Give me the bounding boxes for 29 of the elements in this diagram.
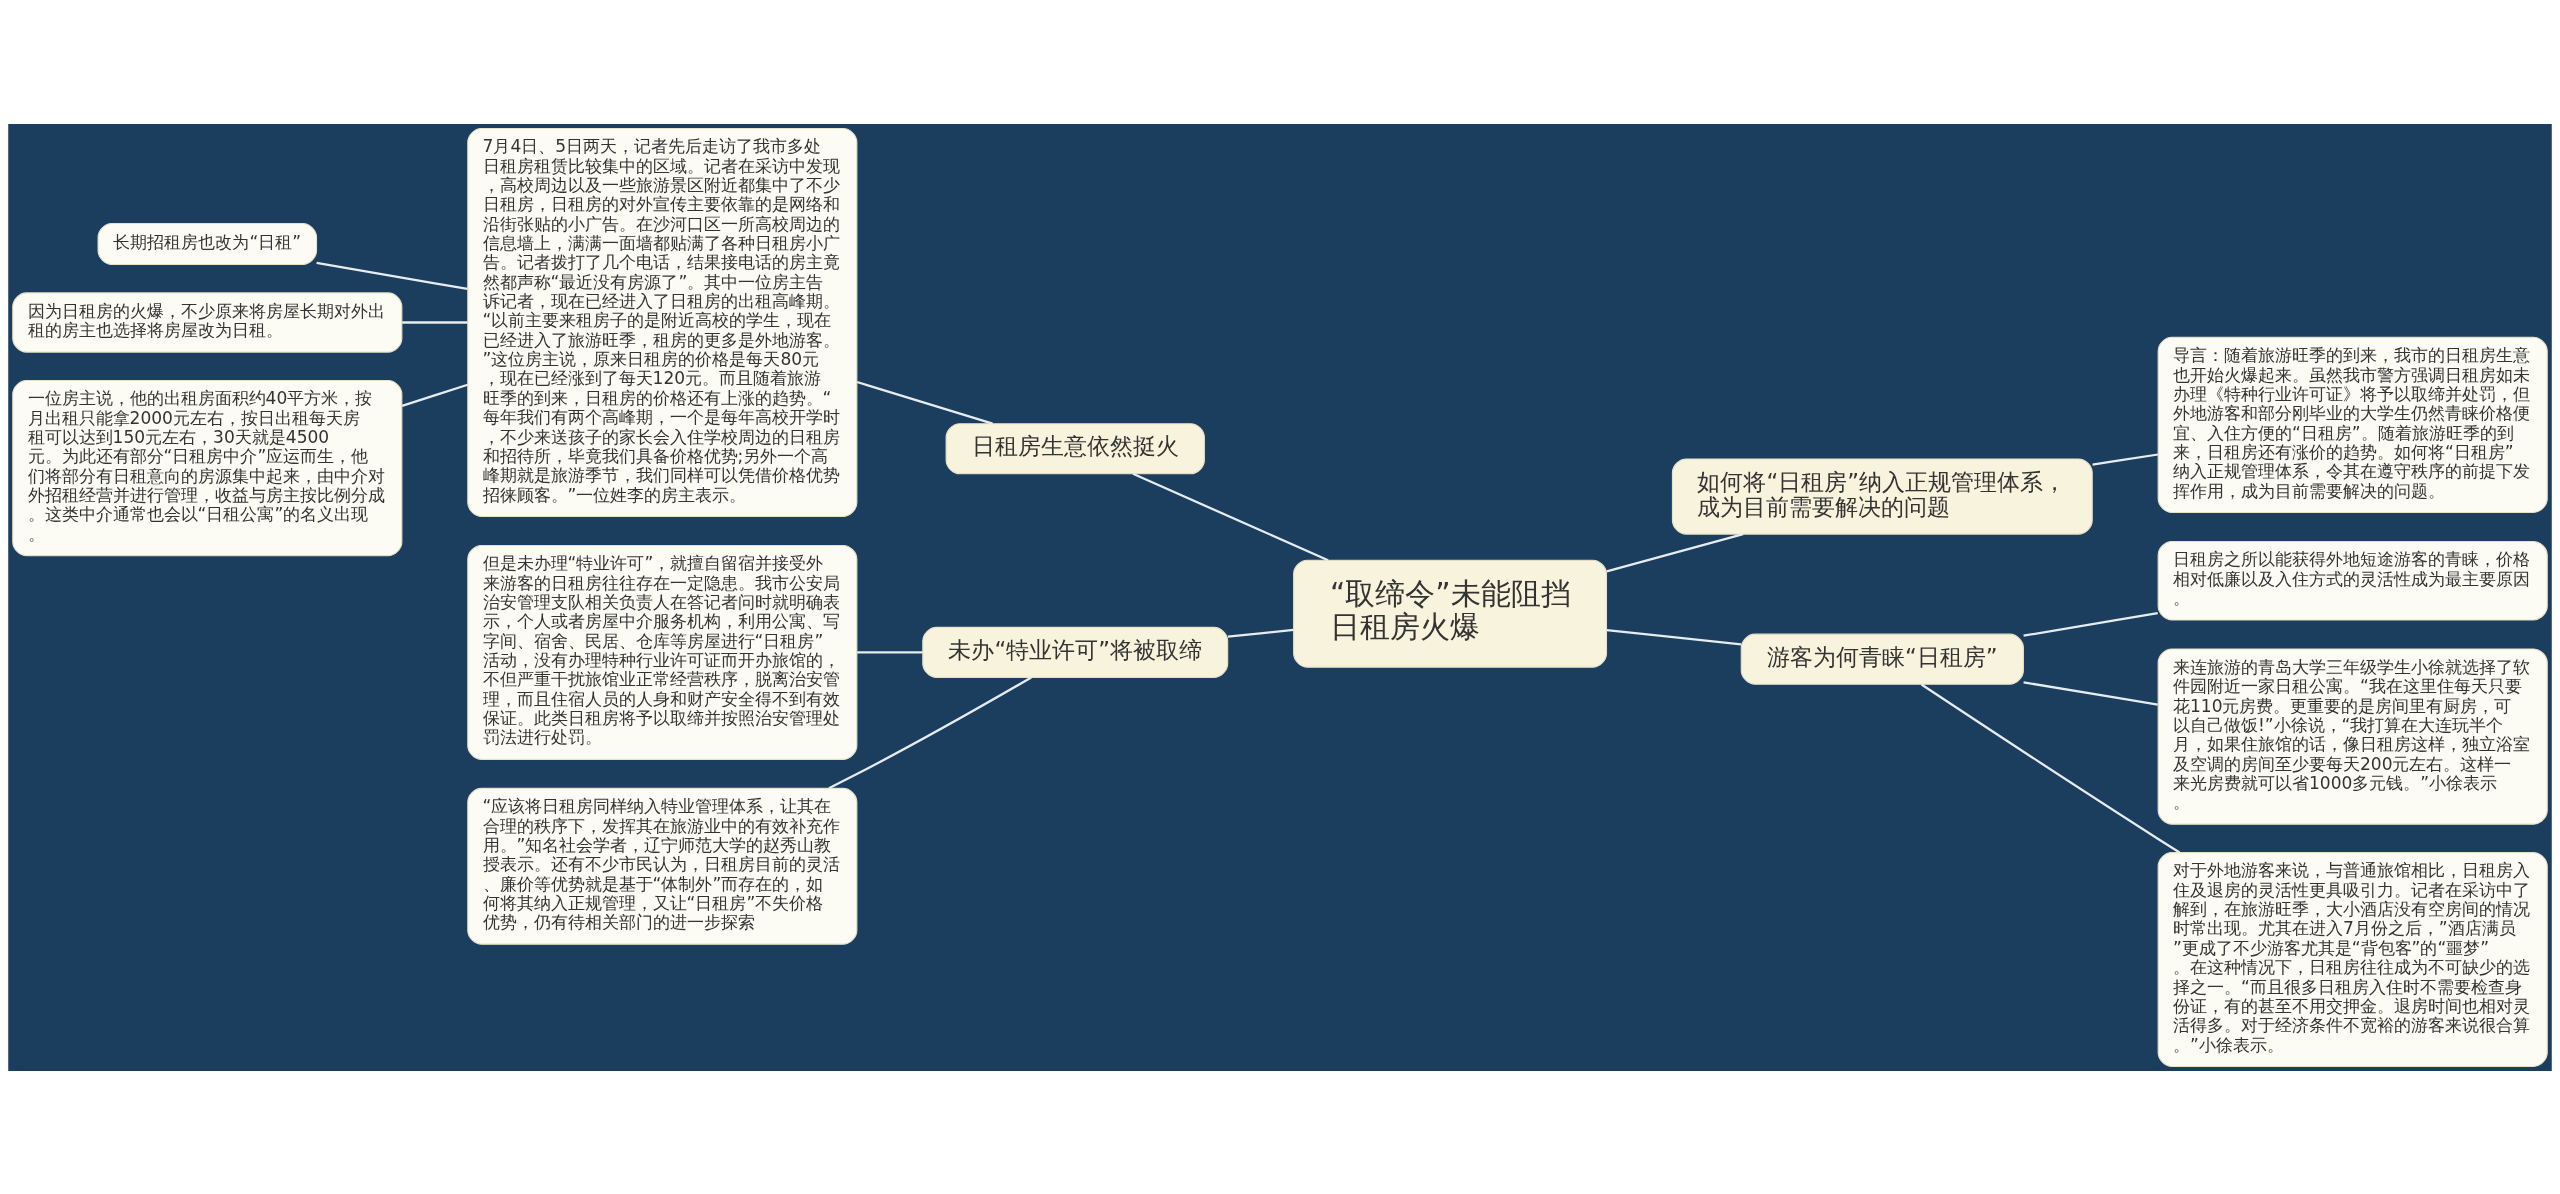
node-box: 日租房生意依然挺火 <box>945 422 1205 474</box>
node-box: 因为日租房的火爆，不少原来将房屋长期对外出租的房主也选择将房屋改为日租。 <box>12 291 403 353</box>
node-box: 7月4日、5日两天，记者先后走访了我市多处日租房租赁比较集中的区域。记者在采访中发现，高校周边以及一些旅游景区附近都集中了不少日租房，日租房的对外宣传主要依靠的是网络和沿街张贴的小广告。在沙河口区一所高校周边的信息墙上，满满一面墙都贴满了各种日租房小广告。记者拨打了几个电话，结果接电话的房主竟然都声称“最近没有房源了”。其中一位房主告诉记者，现在已经进入了日租房的出租高峰期。“以前主要来租房子的是附近高校的学生，现在已经进入了旅游旺季，租房的更多是外地游客。”这位房主说，原来日租房的价格是每天80元，现在已经涨到了每天120元。而且随着旅游旺季的到来，日租房的价格还有上涨的趋势。“每年我们有两个高峰期，一个是每年高校开学时，不少来送孩子的家长会入住学校周边的日租房和招待所，毕竟我们具备价格优势;另外一个高峰期就是旅游季节，我们同样可以凭借价格优势招徕顾客。”一位姓李的房主表示。 <box>467 127 858 517</box>
node-box: 一位房主说，他的出租房面积约40平方米，按月出租只能拿2000元左右，按日出租每天房租可以达到150元左右，30天就是4500元。为此还有部分“日租房中介”应运而生，他们将部分有日租意向的房源集中起来，由中介对外招租经营并进行管理，收益与房主按比例分成。这类中介通常也会以“日租公寓”的名义出现。 <box>12 379 403 556</box>
node-box: 导言：随着旅游旺季的到来，我市的日租房生意也开始火爆起来。虽然我市警方强调日租房如未办理《特种行业许可证》将予以取缔并处罚，但外地游客和部分刚毕业的大学生仍然青睐价格便宜、入住方便的“日租房”。随着旅游旺季的到来，日租房还有涨价的趋势。如何将“日租房”纳入正规管理体系，令其在遵守秩序的前提下发挥作用，成为目前需要解决的问题。 <box>2157 336 2548 513</box>
connector <box>401 383 469 407</box>
connector <box>828 676 1032 789</box>
node-box: 对于外地游客来说，与普通旅馆相比，日租房入住及退房的灵活性更具吸引力。记者在采访中了解到，在旅游旺季，大小酒店没有空房间的情况时常出现。尤其在进入7月份之后，”酒店满员”更成了不少游客尤其是“背包客”的“噩梦”。在这种情况下，日租房往往成为不可缺少的选择之一。“而且很多日租房入住时不需要检查身份证，有的甚至不用交押金。退房时间也相对灵活得多。对于经济条件不宽裕的游客来说很合算。”小徐表示。 <box>2157 851 2548 1067</box>
node-box: 如何将“日租房”纳入正规管理体系，成为目前需要解决的问题 <box>1671 457 2093 535</box>
connector <box>2092 452 2159 466</box>
node-box: 来连旅游的青岛大学三年级学生小徐就选择了软件园附近一家日租公寓。“我在这里住每天只要花110元房费。更重要的是房间里有厨房，可以自己做饭!”小徐说，“我打算在大连玩半个月，如果住旅馆的话，像日租房这样，独立浴室及空调的房间至少要每天200元左右。这样一来光房费就可以省1000多元钱。”小徐表示。 <box>2157 647 2548 825</box>
connector <box>1606 628 1742 645</box>
node-box: “取缔令”未能阻挡日租房火爆 <box>1293 559 1608 668</box>
node-box: 未办“特业许可”将被取缔 <box>922 626 1229 678</box>
node-box: 但是未办理“特业许可”，就擅自留宿并接受外来游客的日租房往往存在一定隐患。我市公安局治安管理支队相关负责人在答记者问时就明确表示，个人或者房屋中介服务机构，利用公寓、写字间、宿舍、民居、仓库等房屋进行“日租房”活动，没有办理特种行业许可证而开办旅馆的，不但严重干扰旅馆业正常经营秩序，脱离治安管理，而且住宿人员的人身和财产安全得不到有效保证。此类日租房将予以取缔并按照治安管理处罚法进行处罚。 <box>467 544 858 760</box>
connector <box>1132 472 1329 561</box>
connector <box>316 261 468 290</box>
connector <box>2023 611 2158 637</box>
connector <box>1920 683 2181 853</box>
connector <box>402 320 468 324</box>
node-box: “应该将日租房同样纳入特业管理体系，让其在合理的秩序下，发挥其在旅游业中的有效补充作用。”知名社会学者，辽宁师范大学的赵秀山教授表示。还有不少市民认为，日租房目前的灵活、廉价等优势就是基于“体制外”而存在的，如何将其纳入正规管理，又让“日租房”不失价格优势，仍有待相关部门的进一步探索 <box>467 787 858 945</box>
connector <box>1606 532 1744 572</box>
node-box: 游客为何青睐“日租房” <box>1740 633 2024 685</box>
connector <box>857 650 923 654</box>
node-box: 长期招租房也改为“日租” <box>97 222 318 265</box>
node-box: 日租房之所以能获得外地短途游客的青睐，价格相对低廉以及入住方式的灵活性成为最主要原因。 <box>2157 540 2548 621</box>
connector <box>856 380 993 425</box>
connector <box>1227 628 1294 638</box>
connector <box>2023 680 2158 706</box>
